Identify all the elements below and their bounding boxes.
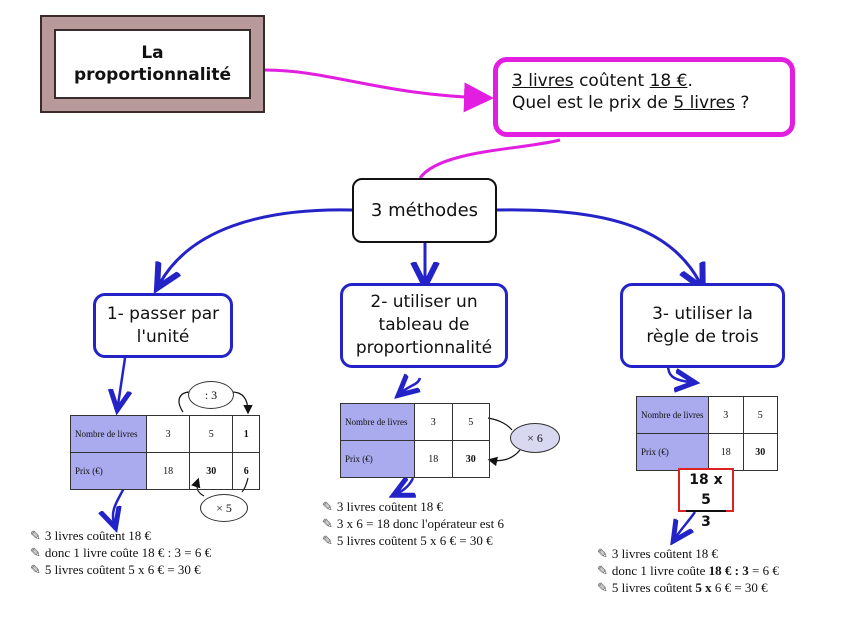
table3-cell: 5 bbox=[742, 396, 778, 434]
step-line: ✎donc 1 livre coûte 18 € : 3 = 6 € bbox=[597, 562, 779, 579]
pencil-icon: ✎ bbox=[322, 499, 333, 514]
table1-cell: 1 bbox=[232, 415, 260, 453]
table2-header-books: Nombre de livres bbox=[340, 403, 415, 441]
table1-cell: 30 bbox=[189, 452, 234, 490]
step-line: ✎5 livres coûtent 5 x 6 € = 30 € bbox=[322, 532, 504, 549]
operator-multiply-oval: × 5 bbox=[200, 494, 248, 522]
step-text: 6 € = 30 € bbox=[711, 580, 768, 595]
proportion-table-2: Nombre de livres 3 5 Prix (€) 18 30 bbox=[340, 403, 490, 478]
step-line: ✎3 livres coûtent 18 € bbox=[30, 527, 211, 544]
operator-times6-oval: × 6 bbox=[510, 423, 560, 453]
operator-divide-label: : 3 bbox=[204, 387, 218, 402]
table1-header-books: Nombre de livres bbox=[70, 415, 147, 453]
pencil-icon: ✎ bbox=[597, 563, 608, 578]
problem-price: 18 € bbox=[649, 71, 688, 91]
method-1-line-1: 1- passer par bbox=[106, 303, 220, 324]
step-text: 5 livres coûtent 5 x 6 € = 30 € bbox=[336, 533, 493, 548]
table2-cell: 5 bbox=[451, 403, 490, 441]
operator-times6-label: × 6 bbox=[527, 430, 543, 445]
table1-cell: 6 bbox=[232, 452, 260, 490]
table2-cell: 3 bbox=[414, 403, 453, 441]
operator-multiply-label: × 5 bbox=[216, 500, 232, 515]
step-line: ✎3 livres coûtent 18 € bbox=[597, 545, 779, 562]
operator-divide-oval: : 3 bbox=[188, 381, 234, 409]
table2-cell: 30 bbox=[451, 440, 490, 478]
table1-cell: 18 bbox=[145, 452, 191, 490]
table3-header-price: Prix (€) bbox=[636, 433, 709, 471]
problem-box: 3 livres coûtent 18 €. Quel est le prix … bbox=[493, 57, 795, 137]
step-text: 3 livres coûtent 18 € bbox=[336, 499, 444, 514]
table1-cell: 5 bbox=[189, 415, 234, 453]
title-frame: La proportionnalité bbox=[40, 15, 265, 113]
method-2-line-3: proportionnalité bbox=[355, 338, 493, 358]
table1-header-price: Prix (€) bbox=[70, 452, 147, 490]
method-3-box: 3- utiliser la règle de trois bbox=[620, 283, 785, 368]
problem-costs: coûtent bbox=[573, 71, 650, 91]
method-2-line-1: 2- utiliser un bbox=[370, 292, 478, 312]
step-text: 3 livres coûtent 18 € bbox=[611, 546, 719, 561]
pencil-icon: ✎ bbox=[30, 545, 41, 560]
step-line: ✎5 livres coûtent 5 x 6 € = 30 € bbox=[597, 579, 779, 596]
method-1-line-2: l'unité bbox=[136, 326, 190, 347]
step-text: 5 livres coûtent 5 x 6 € = 30 € bbox=[44, 562, 201, 577]
proportion-table-1: Nombre de livres 3 5 1 Prix (€) 18 30 6 bbox=[70, 415, 260, 490]
title-line-1: La bbox=[141, 43, 164, 63]
table3-cell: 3 bbox=[708, 396, 744, 434]
table2-cell: 18 bbox=[414, 440, 453, 478]
problem-question-start: Quel est le prix de bbox=[512, 93, 674, 113]
steps-method-1: ✎3 livres coûtent 18 € ✎donc 1 livre coû… bbox=[30, 527, 211, 578]
fraction-numerator: 18 x 5 bbox=[686, 470, 726, 512]
steps-method-3: ✎3 livres coûtent 18 € ✎donc 1 livre coû… bbox=[597, 545, 779, 596]
step-text: 3 livres coûtent 18 € bbox=[44, 528, 152, 543]
pencil-icon: ✎ bbox=[597, 580, 608, 595]
problem-books: 3 livres bbox=[512, 71, 574, 91]
step-text-bold: 18 € : 3 bbox=[708, 563, 749, 578]
proportion-table-3: Nombre de livres 3 5 Prix (€) 18 30 bbox=[636, 396, 778, 471]
method-2-box: 2- utiliser un tableau de proportionnali… bbox=[340, 283, 508, 368]
pencil-icon: ✎ bbox=[597, 546, 608, 561]
pencil-icon: ✎ bbox=[30, 528, 41, 543]
pencil-icon: ✎ bbox=[30, 562, 41, 577]
step-line: ✎3 x 6 = 18 donc l'opérateur est 6 bbox=[322, 515, 504, 532]
pencil-icon: ✎ bbox=[322, 516, 333, 531]
methods-node: 3 méthodes bbox=[352, 178, 497, 243]
step-text-bold: 5 x bbox=[695, 580, 712, 595]
methods-node-label: 3 méthodes bbox=[370, 200, 479, 221]
step-text: 3 x 6 = 18 donc l'opérateur est 6 bbox=[336, 516, 504, 531]
method-3-line-1: 3- utiliser la bbox=[652, 303, 753, 324]
pencil-icon: ✎ bbox=[322, 533, 333, 548]
table3-cell: 30 bbox=[742, 433, 778, 471]
table3-header-books: Nombre de livres bbox=[636, 396, 709, 434]
method-3-line-2: règle de trois bbox=[646, 326, 759, 347]
step-text: donc 1 livre coûte bbox=[611, 563, 709, 578]
table1-cell: 3 bbox=[145, 415, 191, 453]
step-line: ✎donc 1 livre coûte 18 € : 3 = 6 € bbox=[30, 544, 211, 561]
fraction-box: 18 x 5 3 bbox=[678, 468, 734, 530]
step-text: 5 livres coûtent bbox=[611, 580, 696, 595]
table2-header-price: Prix (€) bbox=[340, 440, 415, 478]
step-line: ✎3 livres coûtent 18 € bbox=[322, 498, 504, 515]
step-text: = 6 € bbox=[748, 563, 779, 578]
step-line: ✎5 livres coûtent 5 x 6 € = 30 € bbox=[30, 561, 211, 578]
steps-method-2: ✎3 livres coûtent 18 € ✎3 x 6 = 18 donc … bbox=[322, 498, 504, 549]
problem-question-end: ? bbox=[735, 93, 750, 113]
fraction-denominator: 3 bbox=[701, 514, 711, 530]
title-box: La proportionnalité bbox=[54, 29, 251, 99]
step-text: donc 1 livre coûte 18 € : 3 = 6 € bbox=[44, 545, 212, 560]
table3-cell: 18 bbox=[708, 433, 744, 471]
method-1-box: 1- passer par l'unité bbox=[93, 293, 233, 358]
title-line-2: proportionnalité bbox=[73, 65, 232, 85]
problem-target: 5 livres bbox=[673, 93, 736, 113]
method-2-line-2: tableau de bbox=[378, 315, 470, 335]
problem-dot: . bbox=[687, 71, 693, 91]
